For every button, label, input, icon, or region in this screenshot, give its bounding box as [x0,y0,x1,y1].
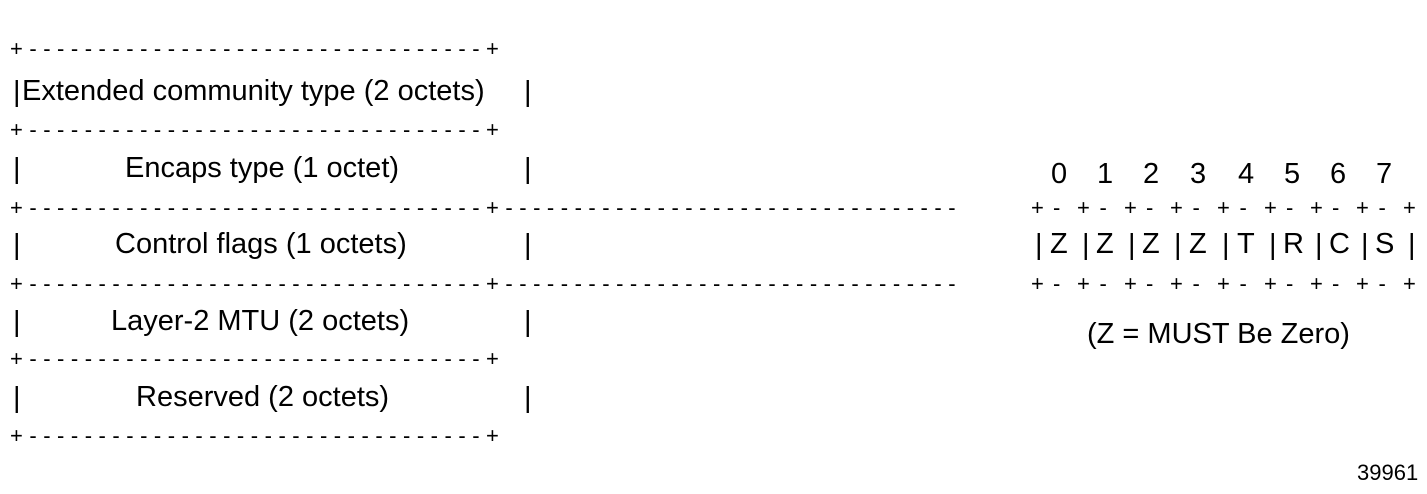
bit-separator: | [1174,229,1182,261]
bit-border-dash: - [1192,195,1201,220]
bit-separator: | [1035,229,1043,261]
figure-id: 39961 [1357,460,1419,485]
bit-border-dash: - [1099,195,1108,220]
row-bar-right: | [524,229,532,261]
bit-border-dash: - [1378,271,1387,296]
bit-border-dash: - [1053,195,1061,220]
bit-border-plus: + [1403,195,1417,220]
field-label-reserved: Reserved (2 octets) [136,381,390,413]
bit-border-plus: + [1031,195,1045,220]
bit-border-plus: + [1310,195,1324,220]
table-border-top: + - - - - - - - - - - - - - - - - - - - … [10,36,500,61]
bit-border-dash: - [1192,271,1201,296]
bit-border-plus: + [1310,271,1324,296]
row-bar-left: | [13,76,21,108]
bit-separator: | [1361,229,1369,261]
bit-number-2: 2 [1143,158,1160,190]
bit-border-plus: + [1170,195,1184,220]
row-bar-left: | [13,382,21,414]
bit-separator: | [1408,229,1416,261]
bit-value-7: S [1375,228,1395,260]
bit-border-dash: - [1378,195,1387,220]
row-bar-right: | [524,306,532,338]
bit-border-plus: + [1264,271,1278,296]
field-label-layer2-mtu: Layer-2 MTU (2 octets) [111,305,410,337]
bit-border-plus: + [1031,271,1045,296]
bit-border-dash: - [1286,271,1294,296]
bit-number-3: 3 [1190,158,1207,190]
bit-border-dash: - [1239,271,1248,296]
bit-border-plus: + [1077,271,1091,296]
bit-value-5: R [1283,228,1304,260]
bit-border-plus: + [1403,271,1417,296]
bit-value-4: T [1237,228,1255,260]
bit-number-1: 1 [1097,158,1114,190]
bit-border-dash: - [1332,271,1340,296]
bit-separator: | [1082,229,1090,261]
bit-border-plus: + [1170,271,1184,296]
bit-border-dash: - [1239,195,1248,220]
table-border-bottom: + - - - - - - - - - - - - - - - - - - - … [10,423,500,448]
bit-border-plus: + [1077,195,1091,220]
table-border-4: + - - - - - - - - - - - - - - - - - - - … [10,346,500,371]
bit-number-5: 5 [1284,158,1301,190]
bit-border-dash: - [1146,195,1154,220]
bit-value-6: C [1329,228,1350,260]
bit-separator: | [1315,229,1323,261]
zero-note: (Z = MUST Be Zero) [1087,318,1350,350]
field-label-control-flags: Control flags (1 octets) [115,228,407,260]
row-bar-left: | [13,229,21,261]
bit-separator: | [1222,229,1230,261]
row-bar-right: | [524,382,532,414]
row-bar-right: | [524,76,532,108]
bit-border-plus: + [1217,271,1231,296]
bit-border-dash: - [1286,195,1294,220]
field-label-extended-community-type: Extended community type (2 octets) [22,75,485,107]
bit-number-0: 0 [1051,158,1068,190]
bit-border-plus: + [1124,195,1138,220]
table-border-2: + - - - - - - - - - - - - - - - - - - - … [10,195,956,220]
bit-separator: | [1128,229,1136,261]
table-border-1: + - - - - - - - - - - - - - - - - - - - … [10,117,500,142]
field-label-encaps-type: Encaps type (1 octet) [125,152,400,184]
bit-border-dash: - [1146,271,1154,296]
bit-border-plus: + [1264,195,1278,220]
bit-border-plus: + [1356,195,1370,220]
bit-value-3: Z [1189,228,1207,260]
bit-number-6: 6 [1330,158,1347,190]
bit-border-plus: + [1356,271,1370,296]
row-bar-left: | [13,306,21,338]
bit-border-dash: - [1053,271,1061,296]
bit-number-7: 7 [1376,158,1393,190]
bit-border-dash: - [1332,195,1340,220]
row-bar-right: | [524,153,532,185]
bit-separator: | [1269,229,1277,261]
bit-border-plus: + [1217,195,1231,220]
table-border-3: + - - - - - - - - - - - - - - - - - - - … [10,271,956,296]
bit-value-0: Z [1050,228,1068,260]
bit-number-4: 4 [1238,158,1255,190]
bit-border-plus: + [1124,271,1138,296]
row-bar-left: | [13,153,21,185]
bit-border-dash: - [1099,271,1108,296]
bit-value-2: Z [1142,228,1160,260]
bit-value-1: Z [1096,228,1114,260]
